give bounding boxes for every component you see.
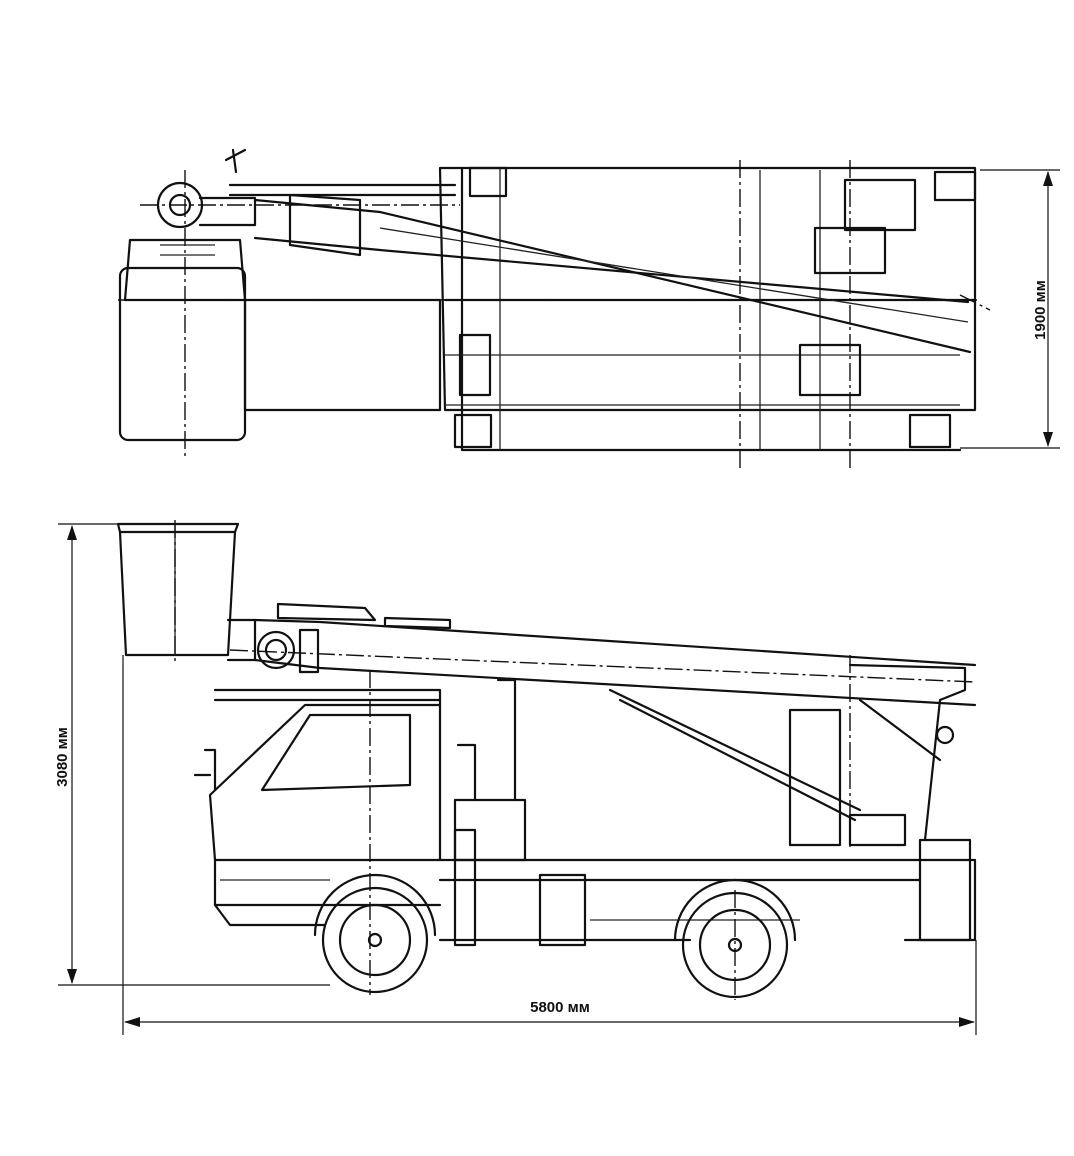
width-label: 1900 мм [1032, 280, 1049, 340]
width-dimension: 1900 мм [960, 169, 1060, 449]
side-view-boom [253, 602, 977, 707]
height-label: 3080 мм [54, 727, 71, 787]
side-view: 3080 мм 5800 мм [54, 520, 977, 1035]
length-label: 5800 мм [530, 999, 590, 1016]
side-view-front-wheel [313, 873, 437, 994]
top-view-bucket [118, 238, 247, 442]
top-view: 1900 мм [118, 148, 1060, 468]
side-view-bucket [116, 522, 257, 662]
height-dimension: 3080 мм [54, 523, 330, 986]
side-view-cab [193, 688, 442, 927]
top-view-boom [156, 148, 972, 354]
side-view-chassis [438, 663, 977, 947]
length-dimension: 5800 мм [122, 655, 977, 1035]
top-view-chassis [243, 166, 977, 452]
